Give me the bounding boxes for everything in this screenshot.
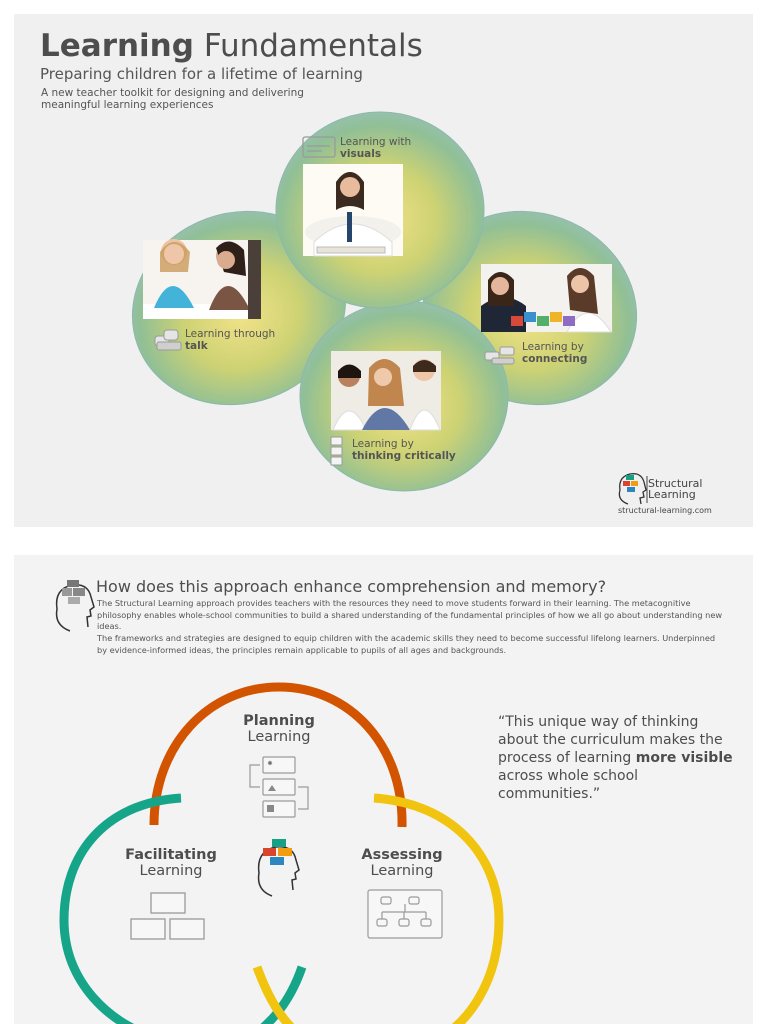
facilitating-blocks-icon bbox=[130, 892, 205, 940]
brand-url: structural-learning.com bbox=[618, 506, 712, 515]
page-tagline: A new teacher toolkit for designing and … bbox=[41, 87, 304, 111]
section-paragraph-2: The frameworks and strategies are design… bbox=[97, 633, 716, 655]
petal-diagram bbox=[131, 111, 648, 505]
brand-head-icon bbox=[618, 473, 648, 505]
photo-learning-by-thinking-critically bbox=[331, 351, 441, 431]
planning-steps-icon bbox=[249, 756, 309, 818]
section-heading: How does this approach enhance comprehen… bbox=[96, 577, 607, 596]
head-blocks-icon bbox=[55, 580, 95, 632]
approach-panel: How does this approach enhance comprehen… bbox=[14, 555, 753, 1024]
testimonial-quote: “This unique way of thinking about the c… bbox=[498, 714, 733, 802]
assessing-arc bbox=[252, 793, 504, 1024]
page-subtitle: Preparing children for a lifetime of lea… bbox=[40, 65, 363, 83]
speech-bubbles-icon bbox=[154, 329, 182, 351]
whiteboard-icon bbox=[302, 136, 336, 158]
center-head-icon bbox=[257, 839, 300, 897]
learning-fundamentals-panel: Learning Fundamentals Preparing children… bbox=[14, 14, 753, 527]
cycle-diagram bbox=[55, 580, 504, 1024]
planning-arc bbox=[149, 682, 407, 828]
photo-learning-through-talk bbox=[143, 239, 261, 319]
assessing-hierarchy-icon bbox=[367, 889, 443, 939]
section-paragraph-1: The Structural Learning approach provide… bbox=[97, 598, 723, 631]
photo-learning-by-connecting bbox=[481, 264, 612, 333]
checklist-icon bbox=[330, 436, 343, 466]
page-title: Learning Fundamentals bbox=[40, 28, 423, 64]
photo-learning-with-visuals bbox=[303, 164, 403, 257]
blocks-icon bbox=[484, 346, 515, 365]
